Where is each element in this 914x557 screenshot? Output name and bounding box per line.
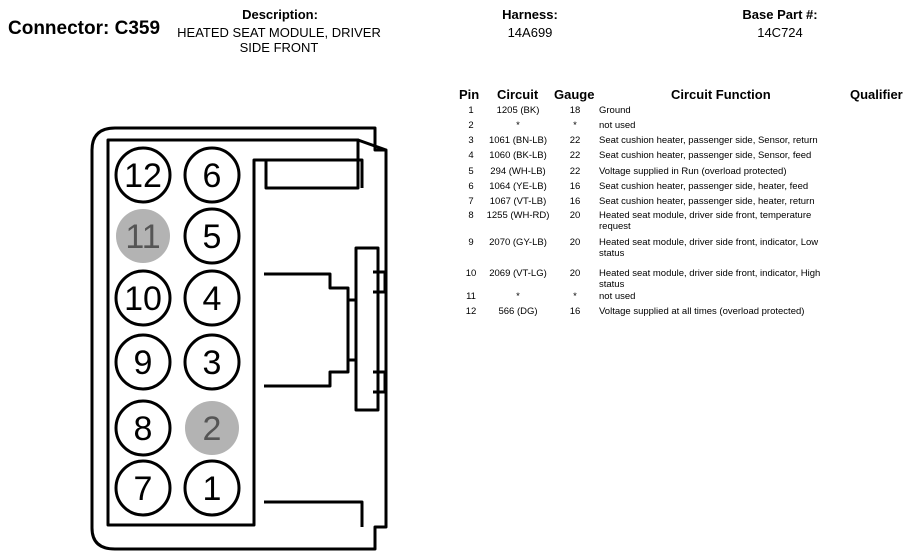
circuit-cell: 2069 (VT-LG) [489, 268, 547, 279]
pin-9: 9 [114, 333, 172, 391]
gauge-cell: * [573, 120, 577, 131]
circuit-cell: 1064 (YE-LB) [489, 181, 547, 192]
pin-number-cell: 7 [468, 196, 474, 207]
harness-label: Harness: [502, 7, 558, 22]
circuit-cell: 1061 (BN-LB) [488, 135, 548, 146]
pin-number-cell: 9 [468, 237, 474, 248]
gauge-cell: 22 [569, 135, 581, 146]
pin-circle [183, 269, 241, 327]
circuit-function-cell: Voltage supplied in Run (overload protec… [599, 166, 787, 177]
col-header-qualifier: Qualifier [850, 87, 903, 102]
pin-4: 4 [183, 269, 241, 327]
gauge-cell: 16 [569, 196, 581, 207]
pin-label: 12 [124, 157, 162, 195]
gauge-cell: 22 [569, 166, 581, 177]
gauge-cell: 18 [569, 105, 581, 116]
pin-label: 10 [124, 280, 162, 318]
pin-circle [116, 209, 170, 263]
pin-circle [114, 459, 172, 517]
gauge-cell: 16 [569, 306, 581, 317]
gauge-cell: * [573, 291, 577, 302]
pin-label: 7 [134, 470, 153, 508]
col-header-pin: Pin [459, 87, 480, 102]
gauge-cell: 20 [569, 210, 581, 221]
gauge-cell: 16 [569, 181, 581, 192]
description-label: Description: [242, 7, 318, 22]
connector-title: Connector: C359 [8, 18, 161, 39]
circuit-function-cell: Seat cushion heater, passenger side, Sen… [599, 135, 818, 146]
pin-circle [183, 459, 241, 517]
pin-number-cell: 6 [468, 181, 474, 192]
pin-number-cell: 3 [468, 135, 474, 146]
pin-circle [183, 207, 241, 265]
base-part-value: 14C724 [757, 25, 803, 40]
gauge-cell: 20 [569, 268, 581, 279]
col-header-gauge: Gauge [554, 87, 595, 102]
circuit-function-cell: Heated seat module, driver side front, t… [599, 210, 812, 232]
circuit-cell: 2070 (GY-LB) [489, 237, 547, 248]
pin-number-cell: 2 [468, 120, 474, 131]
circuit-function-cell: Seat cushion heater, passenger side, hea… [599, 181, 809, 192]
pin-6: 6 [183, 146, 241, 204]
pin-label: 4 [203, 280, 222, 318]
circuit-function-cell: Heated seat module, driver side front, i… [599, 237, 819, 259]
circuit-function-cell: Heated seat module, driver side front, i… [599, 268, 821, 290]
gauge-cell: 22 [569, 150, 581, 161]
pin-circle [114, 333, 172, 391]
circuit-function-cell: Seat cushion heater, passenger side, Sen… [599, 150, 812, 161]
pin-number-cell: 1 [468, 105, 474, 116]
connector-face-diagram: 12 6 11 5 10 4 9 3 8 2 7 1 [90, 126, 388, 551]
pin-label: 6 [203, 157, 222, 195]
pin-5: 5 [183, 207, 241, 265]
circuit-function-cell: not used [599, 120, 636, 131]
pin-8: 8 [114, 399, 172, 457]
base-part-label: Base Part #: [742, 7, 818, 22]
col-header-circuit-function: Circuit Function [671, 87, 771, 102]
pin-circle [185, 401, 239, 455]
circuit-function-cell: Ground [599, 105, 631, 116]
col-header-circuit: Circuit [497, 87, 539, 102]
description-value: HEATED SEAT MODULE, DRIVER SIDE FRONT [177, 25, 381, 55]
gauge-cell: 20 [569, 237, 581, 248]
circuit-cell: 566 (DG) [498, 306, 538, 317]
harness-value: 14A699 [507, 25, 553, 40]
pin-number-cell: 12 [465, 306, 477, 317]
pin-number-cell: 8 [468, 210, 474, 221]
pin-number-cell: 4 [468, 150, 474, 161]
circuit-cell: 1067 (VT-LB) [489, 196, 547, 207]
pin-label: 3 [203, 344, 222, 382]
pin-label: 8 [134, 410, 153, 448]
pin-1: 1 [183, 459, 241, 517]
pin-number-cell: 10 [465, 268, 477, 279]
pin-label: 2 [203, 410, 222, 448]
pin-circle [114, 399, 172, 457]
pin-label: 9 [134, 344, 153, 382]
connector-housing [90, 126, 388, 551]
circuit-function-cell: not used [599, 291, 636, 302]
pin-circle [183, 146, 241, 204]
circuit-cell: * [516, 291, 520, 302]
circuit-cell: 1205 (BK) [496, 105, 540, 116]
pin-circle [183, 333, 241, 391]
pin-7: 7 [114, 459, 172, 517]
pin-label: 11 [125, 218, 160, 256]
pin-12: 12 [114, 146, 172, 204]
pin-2: 2 [185, 401, 239, 455]
circuit-cell: * [516, 120, 520, 131]
circuit-cell: 1060 (BK-LB) [489, 150, 547, 161]
pin-number-cell: 11 [466, 291, 476, 302]
pin-label: 1 [203, 470, 222, 508]
pin-circle [114, 146, 172, 204]
pin-number-cell: 5 [468, 166, 474, 177]
circuit-function-cell: Voltage supplied at all times (overload … [599, 306, 805, 317]
circuit-cell: 1255 (WH-RD) [486, 210, 550, 221]
circuit-function-cell: Seat cushion heater, passenger side, hea… [599, 196, 815, 207]
pin-grid: 12 6 11 5 10 4 9 3 8 2 7 1 [114, 146, 241, 517]
pin-circle [114, 269, 172, 327]
pin-10: 10 [114, 269, 172, 327]
pin-11: 11 [116, 209, 170, 263]
pin-label: 5 [203, 218, 222, 256]
circuit-cell: 294 (WH-LB) [490, 166, 546, 177]
pin-3: 3 [183, 333, 241, 391]
